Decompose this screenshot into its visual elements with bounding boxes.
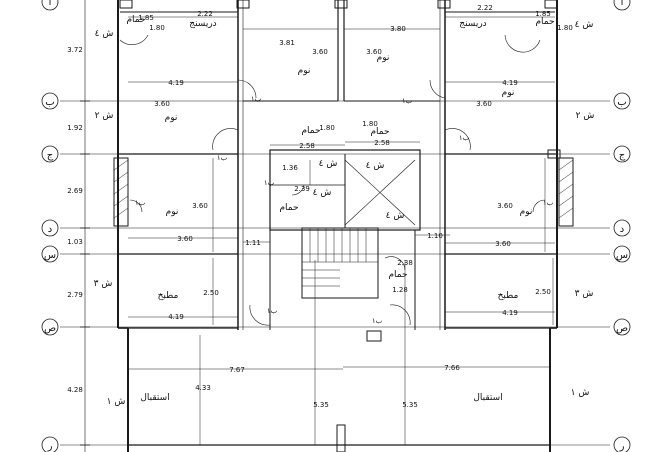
door-tag: ب١ [135,199,146,207]
dim-top-left-185: 1.85 [138,14,154,22]
room-bath-center-left: حمام [301,126,320,136]
dim-360-b: 3.60 [366,48,382,56]
dim-top-right-180: 1.80 [557,24,573,32]
dim-180-bath-left: 1.80 [319,124,335,132]
dim-left-192: 1.92 [67,124,83,132]
dim-128: 1.28 [392,286,408,294]
dim-360-right-bed: 3.60 [476,100,492,108]
door-tag: ب١ [217,154,228,162]
dim-250-right: 2.50 [535,288,551,296]
room-bath-top-right: حمام [535,17,554,27]
shaft-4-top-right: ش ٤ [575,20,594,30]
axis-bubble-left: ص [44,323,56,334]
room-reception-left: استقبال [140,393,169,403]
shaft-4-core-c: ش ٤ [313,188,332,198]
axis-bubble-left: س [44,250,56,261]
room-bath-core: حمام [279,203,298,213]
dim-left-372: 3.72 [67,46,83,54]
axis-bubble-left: د [48,224,52,235]
dim-239: 2.39 [294,185,310,193]
dim-top-right-222: 2.22 [477,4,493,12]
axis-bubble-right: ب [617,97,626,108]
dim-left-103: 1.03 [67,238,83,246]
room-bath-stair: حمام [388,270,407,280]
room-kitchen-right: مطبخ [498,291,519,301]
dim-111: 1.11 [245,239,261,247]
dim-258-left: 2.58 [299,142,315,150]
room-bath-center-right: حمام [370,127,389,137]
axis-bubble-right: س [616,250,628,261]
dim-535-a: 5.35 [313,401,329,409]
room-bed-center-right: نوم [377,53,390,63]
dim-left-269: 2.69 [67,187,83,195]
dim-360-left-bed: 3.60 [154,100,170,108]
shaft-1-right: ش ١ [571,388,590,398]
room-dressing-right: دريسنج [459,19,486,29]
door-tag: ب١ [251,95,262,103]
room-bed-center-left: نوم [298,66,311,76]
door-tag: ب١ [459,134,470,142]
dim-360-a: 3.60 [312,48,328,56]
dim-766: 7.66 [444,364,460,372]
axis-bubble-right: ر [619,441,625,452]
room-bed-left: نوم [165,113,178,123]
shaft-1-left: ش ١ [107,397,126,407]
dim-419-left-kitchen: 4.19 [168,313,184,321]
dim-238: 2.38 [397,259,413,267]
dim-419-right: 4.19 [502,79,518,87]
dim-136: 1.36 [282,164,298,172]
shaft-2-right: ش ٢ [576,111,595,121]
door-tag: ب١ [402,97,413,105]
shaft-3-right: ش ٣ [575,289,594,299]
shaft-4-core-a: ش ٤ [319,159,338,169]
room-dressing-left: دريسنج [189,19,216,29]
dim-381: 3.81 [279,39,295,47]
dim-419-left: 4.19 [168,79,184,87]
axis-bubble-left-top: ا [49,0,52,8]
dim-360-left-mid: 3.60 [192,202,208,210]
room-kitchen-left: مطبخ [158,291,179,301]
dim-360-right-low: 3.60 [495,240,511,248]
dim-left-279: 2.79 [67,291,83,299]
axis-bubble-left: ج [47,150,54,161]
shaft-3-left: ش ٣ [94,279,113,289]
dim-180-bath-right: 1.80 [362,120,378,128]
dim-535-b: 5.35 [402,401,418,409]
dim-top-left-222: 2.22 [197,10,213,18]
room-bed-right-lower: نوم [520,207,533,217]
door-tag: ب١ [264,179,275,187]
door-tag: ب١ [267,307,278,315]
dim-767: 7.67 [229,366,245,374]
dim-419-right-kitchen: 4.19 [502,309,518,317]
axis-bubble-right: ج [619,150,626,161]
dim-250-left: 2.50 [203,289,219,297]
axis-bubble-left: ر [47,441,53,452]
dim-258-right: 2.58 [374,139,390,147]
room-bed-right: نوم [502,88,515,98]
axis-bubble-right-top: ا [621,0,624,8]
dim-380: 3.80 [390,25,406,33]
axis-bubble-left: ب [45,97,54,108]
room-reception-right: استقبال [473,393,502,403]
dim-360-right-mid: 3.60 [497,202,513,210]
shaft-4-core-b: ش ٤ [366,161,385,171]
shaft-4-top-left: ش ٤ [95,29,114,39]
room-bed-left-lower: نوم [166,207,179,217]
dim-top-left-180: 1.80 [149,24,165,32]
door-tag: ب١ [543,199,554,207]
dim-360-left-low: 3.60 [177,235,193,243]
shaft-4-core-d: ش ٤ [386,211,405,221]
door-tag: ب١ [372,317,383,325]
dim-433: 4.33 [195,384,211,392]
axis-bubble-right: ص [616,323,628,334]
dim-left-428: 4.28 [67,386,83,394]
room-bath-top-left: حمام [126,15,145,25]
shaft-2-left: ش ٢ [95,111,114,121]
dim-110: 1.10 [427,232,443,240]
dim-top-right-185: 1.85 [535,10,551,18]
axis-bubble-right: د [620,224,624,235]
